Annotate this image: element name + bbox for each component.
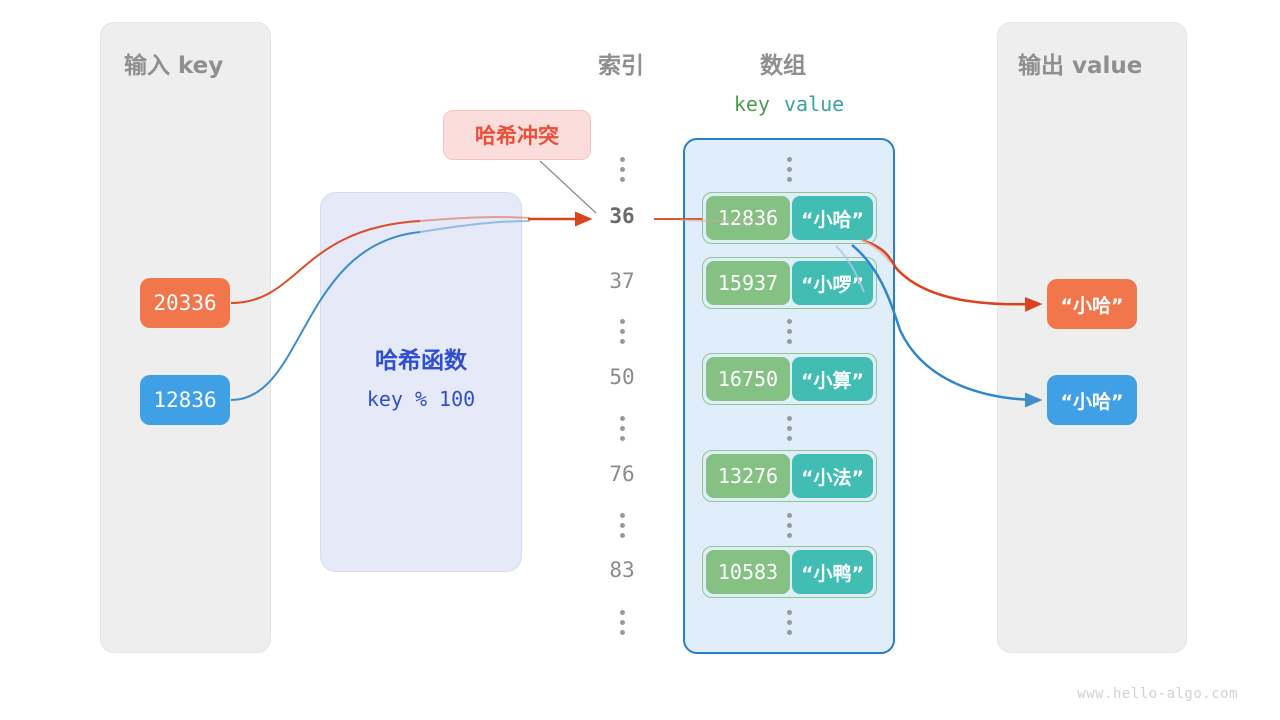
- output-panel-title: 输出 value: [1018, 46, 1142, 80]
- array-bucket: 15937“小啰”: [702, 257, 877, 309]
- output-value-chip: “小哈”: [1047, 279, 1137, 329]
- hash-collision-callout: 哈希冲突: [443, 110, 591, 160]
- array-ellipsis: [786, 610, 792, 635]
- key-column-header: key: [733, 92, 770, 116]
- input-panel-title-cn: 输入 key: [124, 53, 224, 79]
- bucket-value: “小哈”: [792, 196, 873, 240]
- array-bucket: 16750“小算”: [702, 353, 877, 405]
- output-value-chip: “小哈”: [1047, 375, 1137, 425]
- output-panel: [997, 22, 1187, 653]
- output-panel-title-cn: 输出 value: [1018, 53, 1143, 79]
- array-bucket: 12836“小哈”: [702, 192, 877, 244]
- watermark: www.hello-algo.com: [1077, 686, 1238, 702]
- output-value-text: “小哈”: [1060, 294, 1124, 317]
- array-bucket: 13276“小法”: [702, 450, 877, 502]
- key-value-header: key value: [683, 92, 895, 116]
- array-ellipsis: [786, 513, 792, 538]
- hash-function-box: 哈希函数 key % 100: [320, 192, 522, 572]
- bucket-value: “小法”: [792, 454, 873, 498]
- index-ellipsis: [619, 513, 625, 538]
- array-index-label: 76: [609, 462, 635, 486]
- index-ellipsis: [619, 319, 625, 344]
- input-panel-title: 输入 key: [124, 46, 223, 80]
- array-index-label: 83: [609, 558, 635, 582]
- bucket-key: 16750: [706, 357, 790, 401]
- index-ellipsis: [619, 610, 625, 635]
- bucket-value: “小鸭”: [792, 550, 873, 594]
- bucket-key: 10583: [706, 550, 790, 594]
- array-index-label: 37: [609, 269, 635, 293]
- array-ellipsis: [786, 157, 792, 182]
- array-bucket: 10583“小鸭”: [702, 546, 877, 598]
- bucket-value: “小算”: [792, 357, 873, 401]
- input-key-chip: 20336: [140, 278, 230, 328]
- input-panel: [100, 22, 271, 653]
- hash-function-formula: key % 100: [366, 387, 476, 411]
- hash-function-title: 哈希函数: [375, 348, 467, 374]
- bucket-key: 13276: [706, 454, 790, 498]
- index-ellipsis: [619, 157, 625, 182]
- array-ellipsis: [786, 416, 792, 441]
- array-index-label: 36: [609, 204, 635, 228]
- index-ellipsis: [619, 416, 625, 441]
- wire-collision-leader: [539, 160, 597, 214]
- bucket-key: 15937: [706, 261, 790, 305]
- output-value-text: “小哈”: [1060, 390, 1124, 413]
- input-key-value: 20336: [153, 291, 217, 315]
- array-ellipsis: [786, 319, 792, 344]
- hash-collision-label: 哈希冲突: [475, 124, 559, 148]
- input-key-chip: 12836: [140, 375, 230, 425]
- bucket-value: “小啰”: [792, 261, 873, 305]
- input-key-value: 12836: [153, 388, 217, 412]
- array-column-title: 数组: [760, 53, 806, 79]
- index-column-title: 索引: [598, 53, 644, 79]
- bucket-key: 12836: [706, 196, 790, 240]
- array-index-label: 50: [609, 365, 635, 389]
- value-column-header: value: [783, 92, 845, 116]
